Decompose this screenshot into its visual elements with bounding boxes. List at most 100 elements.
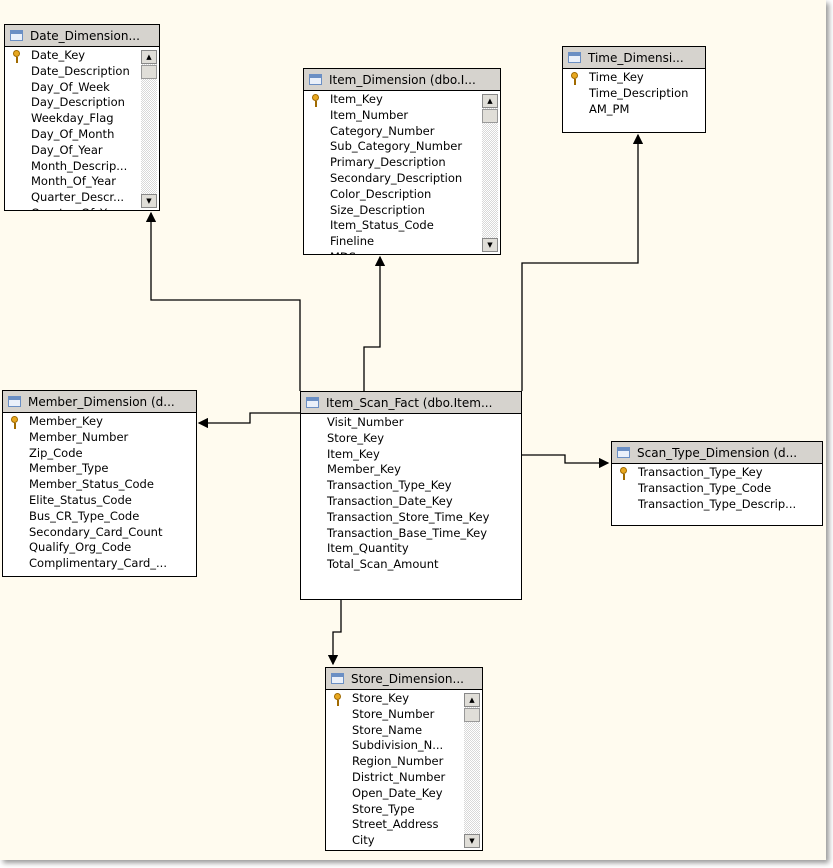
column-item[interactable]: Date_Description xyxy=(5,64,159,80)
column-item[interactable]: AM_PM xyxy=(563,102,705,118)
table-header[interactable]: Item_Scan_Fact (dbo.Item... xyxy=(301,392,521,414)
column-item[interactable]: Store_Number xyxy=(326,707,482,723)
column-item[interactable]: Member_Number xyxy=(3,430,196,446)
relationship-fact-member[interactable] xyxy=(197,412,300,429)
scroll-down-icon[interactable]: ▼ xyxy=(141,194,157,208)
column-item[interactable]: Category_Number xyxy=(304,124,500,140)
column-name: Month_Descrip... xyxy=(31,158,128,173)
column-item[interactable]: Day_Description xyxy=(5,95,159,111)
table-title: Item_Dimension (dbo.I... xyxy=(329,72,476,87)
column-name: Fineline xyxy=(330,234,375,249)
column-name: AM_PM xyxy=(589,101,630,116)
column-item[interactable]: Day_Of_Year xyxy=(5,143,159,159)
table-scan[interactable]: Scan_Type_Dimension (d...Transaction_Typ… xyxy=(611,441,823,526)
scroll-thumb[interactable] xyxy=(464,708,480,722)
scrollbar[interactable]: ▲▼ xyxy=(464,693,480,848)
column-item[interactable]: Store_Key xyxy=(301,431,521,447)
column-item[interactable]: Weekday_Flag xyxy=(5,111,159,127)
column-name: Complimentary_Card_... xyxy=(29,556,167,571)
column-item[interactable]: City xyxy=(326,833,482,849)
scroll-thumb[interactable] xyxy=(482,109,498,123)
table-header[interactable]: Store_Dimension... xyxy=(326,668,482,690)
scrollbar[interactable]: ▲▼ xyxy=(141,50,157,208)
table-header[interactable]: Scan_Type_Dimension (d... xyxy=(612,442,822,464)
column-item[interactable]: Secondary_Card_Count xyxy=(3,525,196,541)
relationship-fact-time[interactable] xyxy=(521,133,644,391)
relationship-fact-store[interactable] xyxy=(327,599,342,666)
column-item[interactable]: Transaction_Store_Time_Key xyxy=(301,510,521,526)
column-item[interactable]: Elite_Status_Code xyxy=(3,493,196,509)
column-item[interactable]: Item_Status_Code xyxy=(304,218,500,234)
column-item[interactable]: Store_Name xyxy=(326,723,482,739)
column-item[interactable]: Transaction_Date_Key xyxy=(301,494,521,510)
column-item[interactable]: Quarter_Of_Y... xyxy=(5,206,159,210)
column-item[interactable]: Member_Key xyxy=(301,462,521,478)
column-item[interactable]: Date_Key xyxy=(5,48,159,64)
column-item[interactable]: Month_Of_Year xyxy=(5,174,159,190)
column-item[interactable]: Time_Key xyxy=(563,70,705,86)
scroll-thumb[interactable] xyxy=(141,65,157,79)
column-item[interactable]: Member_Key xyxy=(3,414,196,430)
column-item[interactable]: Store_Key xyxy=(326,691,482,707)
column-item[interactable]: Primary_Description xyxy=(304,155,500,171)
scroll-down-icon[interactable]: ▼ xyxy=(464,834,480,848)
table-header[interactable]: Member_Dimension (d... xyxy=(3,391,196,413)
column-item[interactable]: Complimentary_Card_... xyxy=(3,556,196,572)
column-name: Visit_Number xyxy=(327,415,404,429)
column-item[interactable]: Street_Address xyxy=(326,817,482,833)
column-item[interactable]: Day_Of_Month xyxy=(5,127,159,143)
column-name: Store_Key xyxy=(352,691,409,705)
column-item[interactable]: Transaction_Type_Key xyxy=(301,478,521,494)
column-item[interactable]: Transaction_Type_Key xyxy=(612,465,822,481)
column-item[interactable]: Quarter_Descr... xyxy=(5,190,159,206)
column-item[interactable]: Member_Type xyxy=(3,461,196,477)
column-item[interactable]: Item_Key xyxy=(304,92,500,108)
primary-key-icon xyxy=(334,693,341,706)
column-item[interactable]: Open_Date_Key xyxy=(326,786,482,802)
scroll-down-icon[interactable]: ▼ xyxy=(482,238,498,252)
column-name: Store_Type xyxy=(352,801,415,816)
column-item[interactable]: Transaction_Type_Descrip... xyxy=(612,497,822,513)
column-item[interactable]: Subdivision_N... xyxy=(326,738,482,754)
column-item[interactable]: Store_Type xyxy=(326,802,482,818)
column-item[interactable]: Transaction_Base_Time_Key xyxy=(301,526,521,542)
table-header[interactable]: Date_Dimension... xyxy=(5,25,159,47)
column-item[interactable]: Color_Description xyxy=(304,187,500,203)
column-item[interactable]: Item_Quantity xyxy=(301,541,521,557)
column-item[interactable]: Bus_CR_Type_Code xyxy=(3,509,196,525)
column-item[interactable]: Fineline xyxy=(304,234,500,250)
table-header[interactable]: Item_Dimension (dbo.I... xyxy=(304,69,500,91)
column-item[interactable]: Total_Scan_Amount xyxy=(301,557,521,573)
column-item[interactable]: Member_Status_Code xyxy=(3,477,196,493)
column-item[interactable]: Region_Number xyxy=(326,754,482,770)
column-item[interactable]: Item_Number xyxy=(304,108,500,124)
relationship-fact-item[interactable] xyxy=(363,255,386,391)
relationship-fact-date[interactable] xyxy=(145,211,301,391)
column-item[interactable]: Sub_Category_Number xyxy=(304,139,500,155)
scrollbar[interactable]: ▲▼ xyxy=(482,94,498,252)
table-header[interactable]: Time_Dimensi... xyxy=(563,47,705,69)
column-item[interactable]: Item_Key xyxy=(301,447,521,463)
column-name: Zip_Code xyxy=(29,445,83,460)
column-item[interactable]: Zip_Code xyxy=(3,446,196,462)
relationship-fact-scan[interactable] xyxy=(521,454,610,469)
scroll-up-icon[interactable]: ▲ xyxy=(464,693,480,707)
column-item[interactable]: Day_Of_Week xyxy=(5,80,159,96)
scroll-up-icon[interactable]: ▲ xyxy=(482,94,498,108)
column-item[interactable]: Secondary_Description xyxy=(304,171,500,187)
column-item[interactable]: MDS... xyxy=(304,250,500,254)
column-item[interactable]: District_Number xyxy=(326,770,482,786)
column-item[interactable]: Size_Description xyxy=(304,203,500,219)
column-item[interactable]: Time_Description xyxy=(563,86,705,102)
column-item[interactable]: Transaction_Type_Code xyxy=(612,481,822,497)
column-item[interactable]: Month_Descrip... xyxy=(5,159,159,175)
column-item[interactable]: Visit_Number xyxy=(301,415,521,431)
column-item[interactable]: Qualify_Org_Code xyxy=(3,540,196,556)
scroll-up-icon[interactable]: ▲ xyxy=(141,50,157,64)
